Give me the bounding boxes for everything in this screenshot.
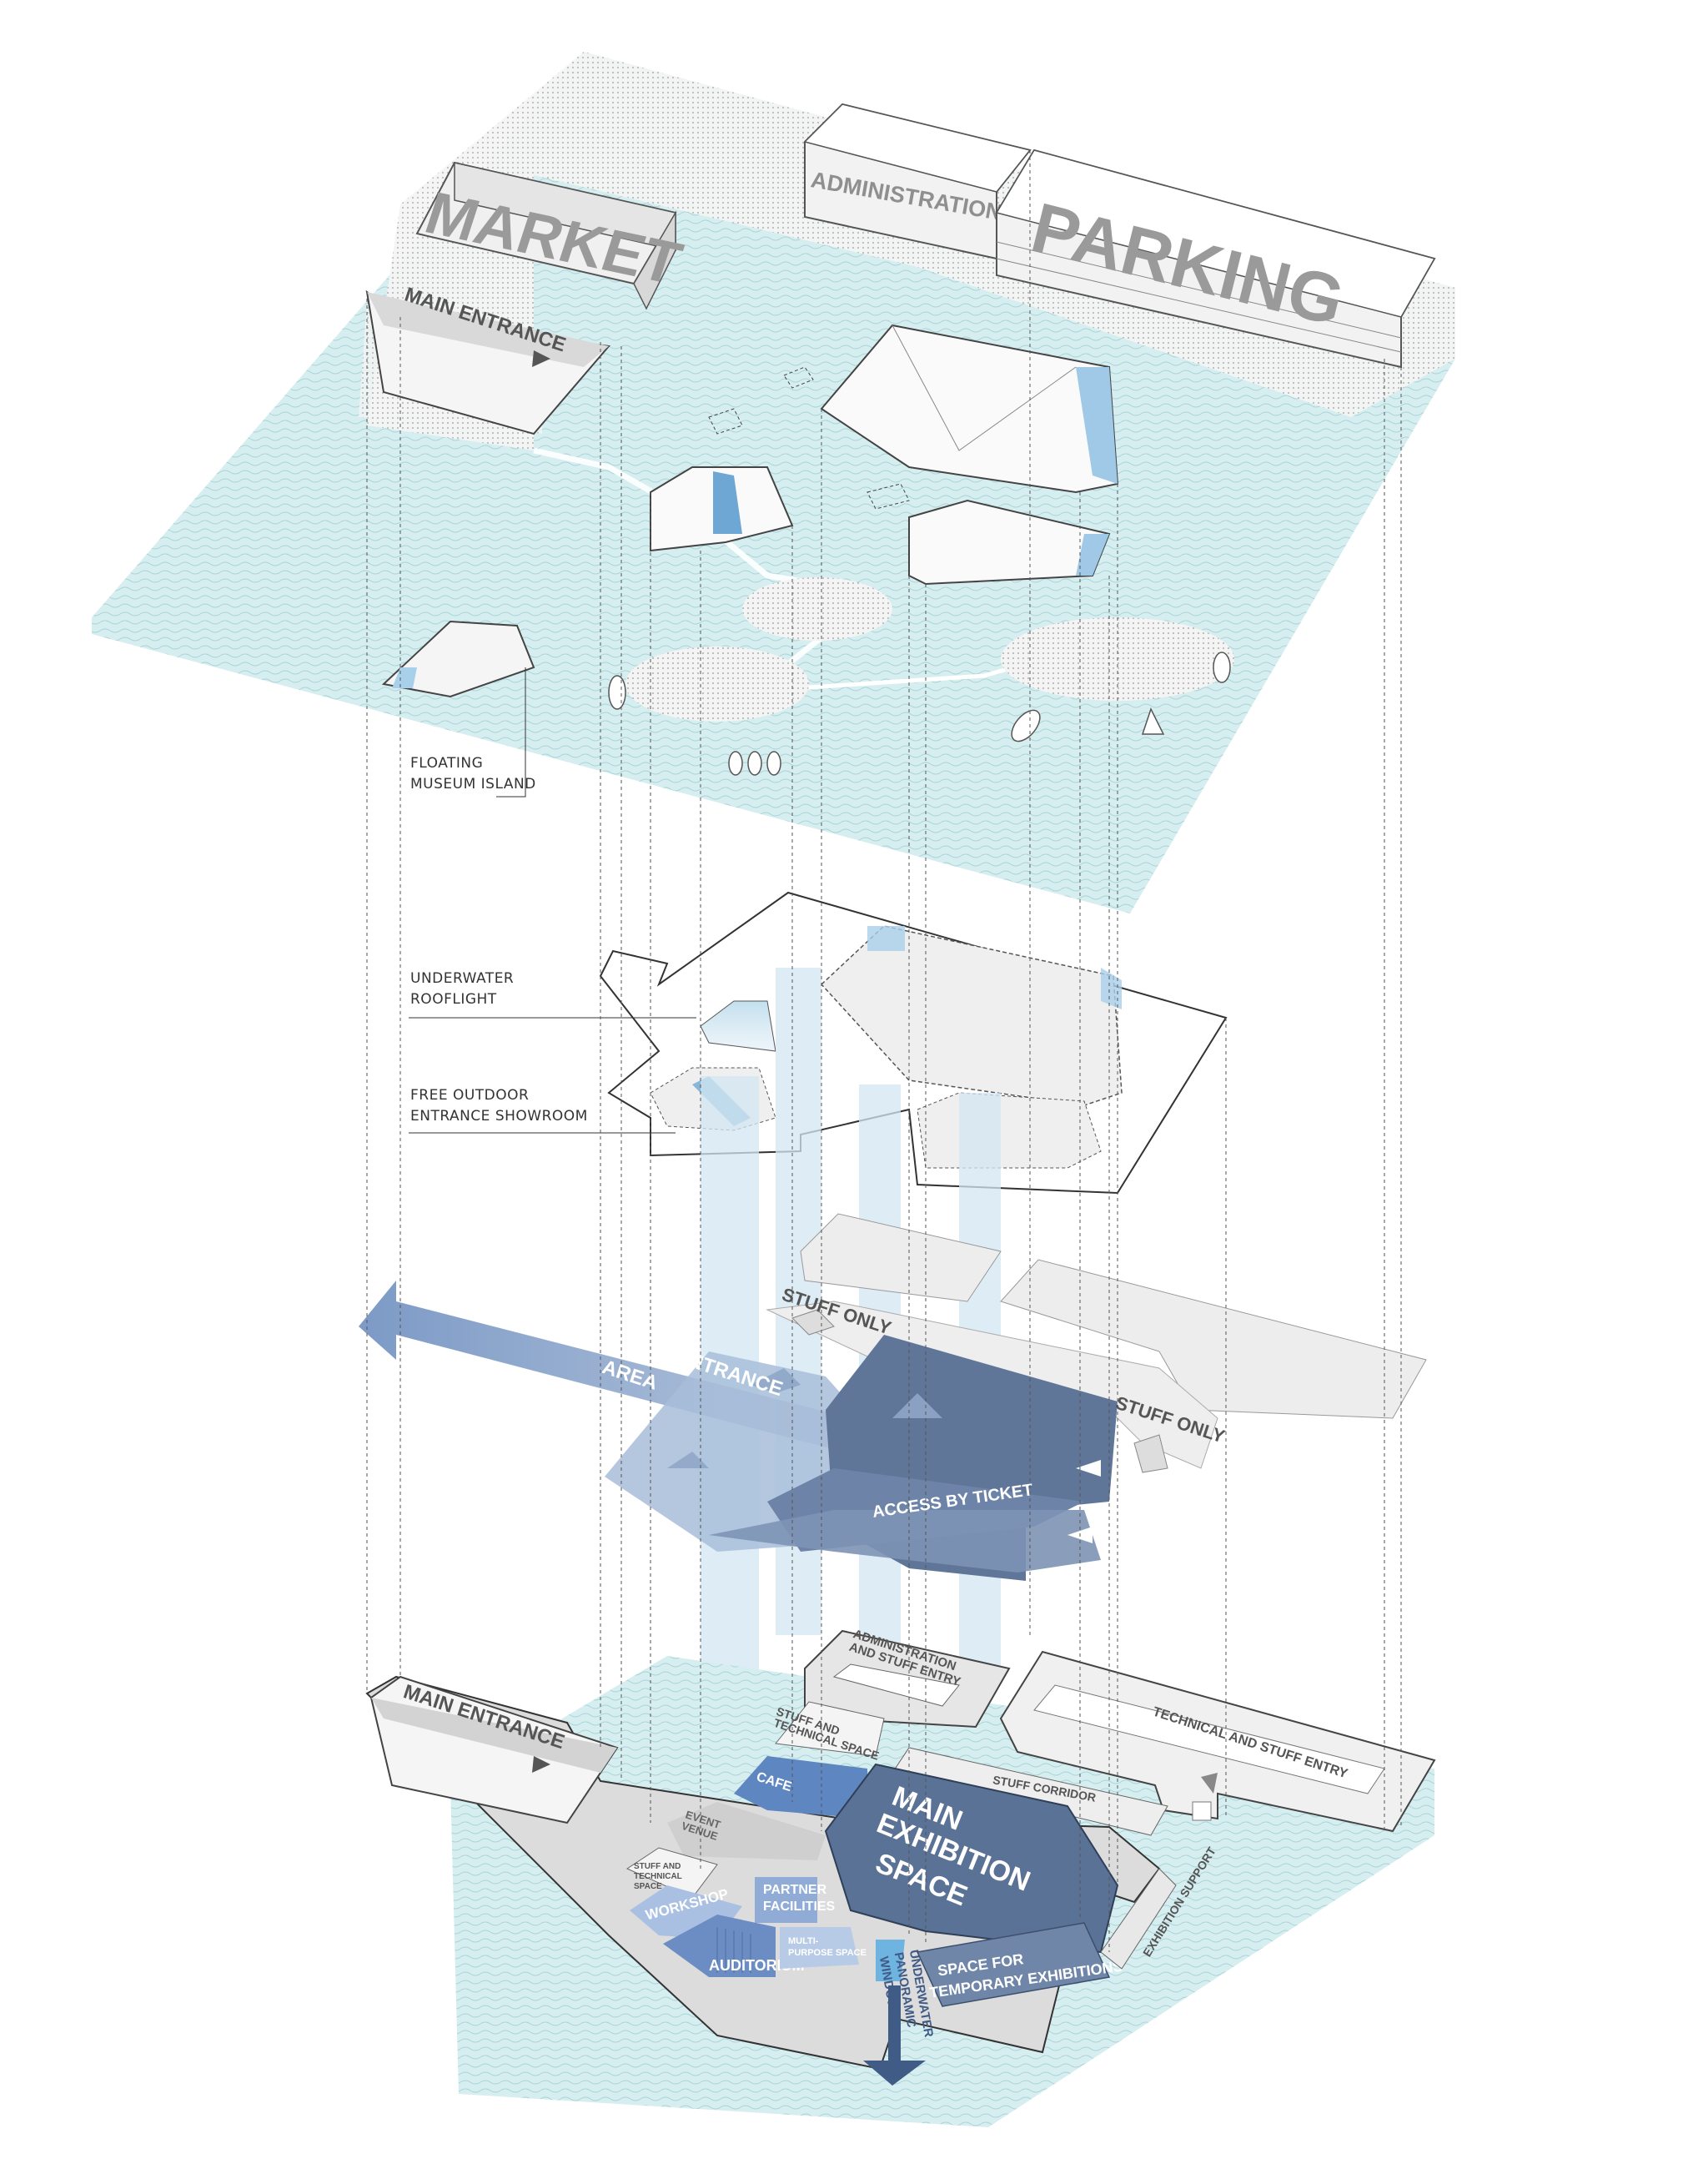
access-grey-block-2 xyxy=(1000,1259,1427,1419)
technical-entry-block: TECHNICAL AND STUFF ENTRY xyxy=(999,1650,1436,1833)
base-level: MAIN ENTRANCE ADMINISTRATION AND STUFF E… xyxy=(365,1627,1436,2127)
stuff-small-label-2: TECHNICAL xyxy=(634,1872,682,1881)
island-groups xyxy=(625,577,1234,722)
ground-plane-top xyxy=(367,52,1455,450)
access-lower-plate xyxy=(709,1510,1101,1573)
temporary-exhibitions-space xyxy=(916,1922,1111,2007)
pavilion-small-2 xyxy=(908,499,1111,586)
floating-island-label-2: MUSEUM ISLAND xyxy=(410,776,536,793)
multi-label-2: PURPOSE SPACE xyxy=(788,1948,867,1958)
floating-island-label-1: FLOATING xyxy=(410,755,483,772)
stuff-small-label-3: SPACE xyxy=(634,1882,662,1891)
roof-rooflight-small xyxy=(700,1000,776,1052)
main-entrance-bottom: MAIN ENTRANCE xyxy=(369,1675,619,1824)
showroom-label-2: ENTRANCE SHOWROOM xyxy=(410,1108,588,1125)
auditorium-room xyxy=(663,1915,776,1977)
stuff-small-label-1: STUFF AND xyxy=(634,1862,681,1871)
roof-pavilion-large xyxy=(820,925,1123,1106)
administration-building: ADMINISTRATION xyxy=(803,103,1032,260)
main-entrance-top-arrow xyxy=(532,350,550,367)
partner-label-1: PARTNER xyxy=(763,1883,827,1897)
partner-label-2: FACILITIES xyxy=(763,1900,836,1914)
event-venue xyxy=(667,1802,826,1860)
stuff-technical-room xyxy=(775,1701,885,1757)
pavilion-large xyxy=(820,324,1119,494)
projection-lines xyxy=(366,150,1402,1952)
showroom-label-1: FREE OUTDOOR xyxy=(410,1087,529,1104)
underwater-panoramic-window xyxy=(876,1940,905,1981)
partner-facilities xyxy=(755,1877,817,1923)
pavilion-small-1 xyxy=(650,466,794,552)
site-level: MARKET ADMINISTRATION PARKING MAIN ENTRA… xyxy=(92,52,1455,913)
access-grey-block-1 xyxy=(800,1213,1002,1302)
cafe-room xyxy=(734,1756,867,1819)
multi-label-1: MULTI- xyxy=(788,1936,819,1946)
access-level: STUFF ONLY STUFF ONLY FREE ENTRANCE AREA… xyxy=(359,1213,1427,1581)
floating-island xyxy=(381,620,535,698)
rooflight-label-2: ROOFLIGHT xyxy=(410,991,497,1008)
panoramic-arrow xyxy=(863,1985,926,2086)
exhibition-support xyxy=(1100,1868,1177,1970)
multi-purpose-space xyxy=(780,1927,859,1969)
rooflight-label-1: UNDERWATER xyxy=(410,970,514,987)
